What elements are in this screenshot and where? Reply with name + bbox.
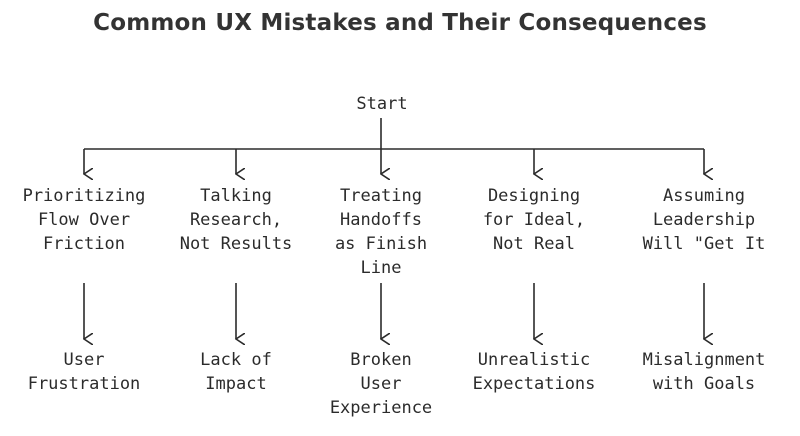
- mistake-node-talking-research: Talking Research, Not Results: [179, 186, 293, 254]
- consequence-node-broken-experience: Broken User Experience: [329, 350, 433, 418]
- mistake-node-ideal-not-real: Designing for Ideal, Not Real: [482, 186, 586, 254]
- consequence-node-lack-of-impact: Lack of Impact: [200, 350, 272, 394]
- mistake-node-assuming-leadership: Assuming Leadership Will "Get It: [642, 186, 766, 254]
- diagram-title: Common UX Mistakes and Their Consequence…: [93, 10, 707, 36]
- consequence-node-misalignment: Misalignment with Goals: [642, 350, 766, 394]
- mistake-node-flow-over-friction: Prioritizing Flow Over Friction: [22, 186, 146, 254]
- consequence-node-user-frustration: User Frustration: [27, 350, 141, 394]
- start-node: Start: [356, 94, 408, 114]
- consequence-node-unrealistic-expectations: Unrealistic Expectations: [472, 350, 596, 394]
- mistake-node-handoffs-finish-line: Treating Handoffs as Finish Line: [334, 186, 428, 278]
